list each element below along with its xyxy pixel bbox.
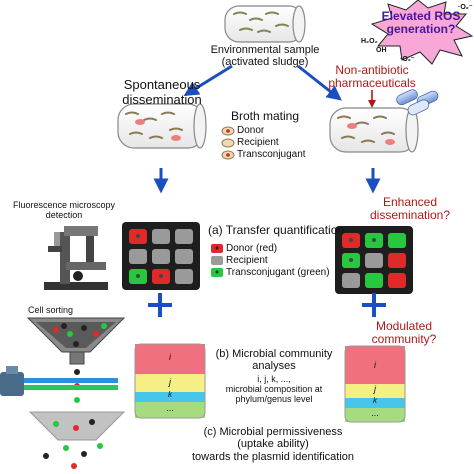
quant-legend-swatches <box>211 244 223 277</box>
permissiveness-title: (c) Microbial permissiveness (uptake abi… <box>191 426 355 463</box>
right-bar-label-i: i <box>374 360 376 370</box>
right-tube-icon <box>329 107 419 153</box>
cell-sorting-label: Cell sorting <box>28 305 74 315</box>
quant-legend-donor: Donor (red) <box>226 243 278 254</box>
transfer-quantification-title: (a) Transfer quantification <box>208 223 345 237</box>
ros-species-h2o2: H₂O₂ <box>361 38 378 45</box>
non-antibiotic-pharma-label: Non-antibiotic pharmaceuticals <box>328 63 416 91</box>
quant-legend-transconjugant: Transconjugant (green) <box>226 267 330 278</box>
right-bar-label-more: ... <box>371 408 379 418</box>
ros-species-o2-b: ·O₂⁻ <box>400 56 415 63</box>
ros-species-o2-a: ·O₂⁻ <box>458 4 473 11</box>
spontaneous-dissemination-title: Spontaneous dissemination <box>122 77 202 107</box>
broth-legend-transconjugant: Transconjugant <box>237 149 306 160</box>
fiber-cable-icon <box>0 366 118 396</box>
broth-legend-icons <box>221 126 235 160</box>
right-plus-icon <box>362 293 386 317</box>
left-bar-label-i: i <box>169 352 171 362</box>
top-tube-icon <box>224 5 306 43</box>
sorter-funnel-icon <box>26 317 126 469</box>
enhanced-dissemination-label: Enhanced dissemination? <box>369 195 451 223</box>
left-well-plate <box>122 222 200 290</box>
community-analyses-title: (b) Microbial community analyses <box>215 348 333 373</box>
right-diagonal-arrow-icon <box>297 64 342 101</box>
broth-mating-title: Broth mating <box>231 109 300 123</box>
left-diagonal-arrow-icon <box>183 64 233 96</box>
ros-species-oh: OH <box>376 47 387 54</box>
left-bar-label-k: k <box>168 390 172 399</box>
ros-label: Elevated ROS generation? <box>381 9 461 37</box>
right-well-plate <box>335 226 413 294</box>
community-analyses-detail: i, j, k, ..., microbial composition at p… <box>225 374 323 405</box>
broth-legend-recipient: Recipient <box>237 137 279 148</box>
left-bar-label-more: ... <box>166 403 174 413</box>
left-plus-icon <box>148 293 172 317</box>
pill-icon <box>396 89 439 116</box>
microscopy-label: Fluorescence microscopy detection <box>12 200 116 221</box>
ros-starburst-icon <box>370 0 474 65</box>
left-community-bar <box>134 343 206 419</box>
right-bar-label-j: j <box>374 384 376 394</box>
right-community-bar <box>344 345 406 423</box>
left-bar-label-j: j <box>169 377 171 387</box>
modulated-community-label: Modulated community? <box>371 319 437 347</box>
environmental-sample-label: Environmental sample (activated sludge) <box>210 44 320 69</box>
quant-legend-recipient: Recipient <box>226 255 268 266</box>
microscope-icon <box>44 226 108 290</box>
broth-legend-donor: Donor <box>237 125 265 136</box>
right-bar-label-k: k <box>373 396 377 405</box>
left-tube-icon <box>117 103 207 149</box>
